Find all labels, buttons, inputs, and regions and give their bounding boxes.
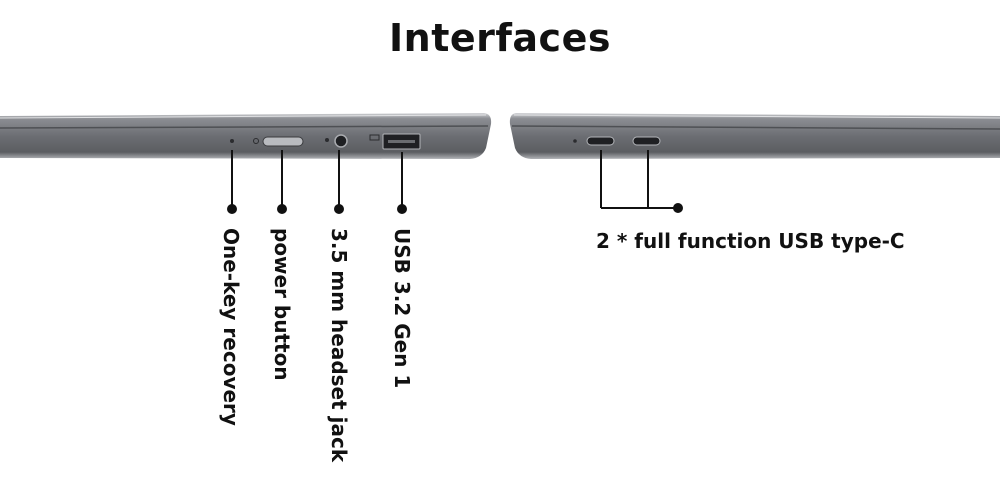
usb-c-port-2-icon bbox=[632, 136, 661, 146]
power-button-icon bbox=[262, 136, 304, 147]
laptop-left-side bbox=[0, 113, 492, 159]
label-usb-c: 2 * full function USB type-C bbox=[596, 229, 905, 253]
usb-symbol-icon bbox=[369, 134, 380, 141]
headset-symbol-icon bbox=[325, 138, 329, 142]
page-title: Interfaces bbox=[389, 16, 611, 60]
headset-jack-icon bbox=[334, 134, 348, 148]
callouts bbox=[227, 150, 683, 214]
power-icon bbox=[253, 138, 259, 144]
usb-c-port-1-icon bbox=[586, 136, 615, 146]
label-usb-a: USB 3.2 Gen 1 bbox=[390, 228, 414, 389]
label-headset-jack: 3.5 mm headset jack bbox=[327, 228, 351, 463]
recovery-hole-icon bbox=[230, 139, 234, 143]
led-icon bbox=[573, 139, 577, 143]
label-power-button: power button bbox=[270, 228, 294, 381]
label-one-key-recovery: One-key recovery bbox=[219, 228, 243, 426]
laptop-right-side bbox=[509, 113, 1000, 159]
